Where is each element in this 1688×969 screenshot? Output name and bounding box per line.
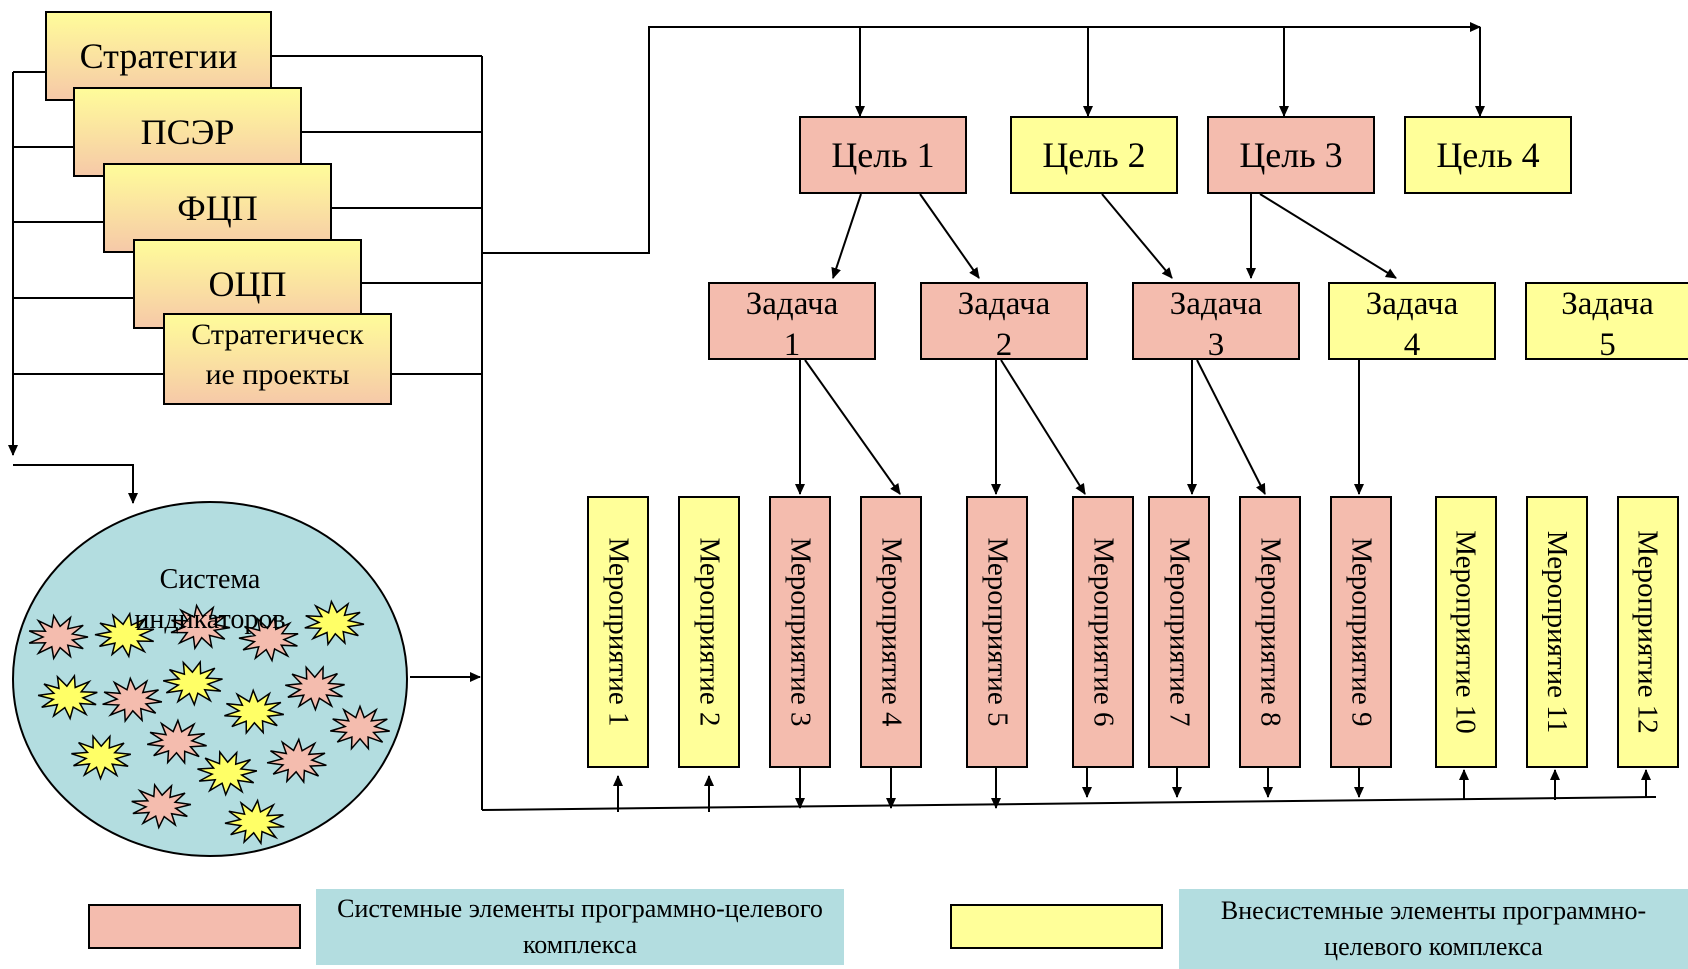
goal-4: Цель 4 <box>1404 116 1572 194</box>
doc-label: Стратегическ ие проекты <box>191 318 364 391</box>
event-7: Мероприятие 7 <box>1148 496 1210 768</box>
indicator-star-icon <box>238 615 299 663</box>
event-8: Мероприятие 8 <box>1239 496 1301 768</box>
event-label: Мероприятие 9 <box>1345 537 1377 727</box>
legend-external-swatch <box>950 904 1163 949</box>
event-9: Мероприятие 9 <box>1330 496 1392 768</box>
indicator-star-icon <box>162 659 223 707</box>
doc-label: ФЦП <box>177 188 258 228</box>
task-3: Задача 3 <box>1132 282 1300 363</box>
indicator-star-icon <box>266 737 327 785</box>
indicator-star-icon <box>170 603 231 651</box>
doc-fcp: ФЦП <box>103 163 332 253</box>
goal-2: Цель 2 <box>1010 116 1178 194</box>
event-label: Мероприятие 7 <box>1163 537 1195 727</box>
event-label: Мероприятие 12 <box>1632 530 1664 734</box>
event-label: Мероприятие 1 <box>602 537 634 727</box>
indicator-star-icon <box>71 734 132 781</box>
task-label: Задача 2 <box>957 286 1051 363</box>
event-1: Мероприятие 1 <box>587 496 649 768</box>
doc-label: ПСЭР <box>140 112 235 152</box>
indicator-star-icon <box>28 613 89 661</box>
goal-3: Цель 3 <box>1207 116 1375 194</box>
goal-label: Цель 2 <box>1042 135 1146 175</box>
indicator-star-icon <box>102 676 163 724</box>
indicator-star-icon <box>197 749 258 797</box>
indicator-star-icon <box>285 665 345 712</box>
goal-label: Цель 3 <box>1239 135 1343 175</box>
event-label: Мероприятие 2 <box>693 537 725 727</box>
event-label: Мероприятие 8 <box>1254 537 1286 727</box>
indicator-star-icon <box>37 673 98 721</box>
indicator-star-icon <box>224 688 285 736</box>
doc-strategic-projects: Стратегическ ие проекты <box>163 313 392 405</box>
indicator-star-icon <box>94 611 155 659</box>
event-4: Мероприятие 4 <box>860 496 922 768</box>
legend-system-label: Системные элементы программно-целевого к… <box>316 889 844 965</box>
goal-1: Цель 1 <box>799 116 967 194</box>
event-label: Мероприятие 3 <box>784 537 816 727</box>
doc-psep: ПСЭР <box>73 87 302 177</box>
task-label: Задача 4 <box>1365 286 1459 363</box>
event-2: Мероприятие 2 <box>678 496 740 768</box>
legend-external-label: Внесистемные элементы программно-целевог… <box>1179 889 1688 969</box>
indicator-star-icon <box>330 704 390 751</box>
event-label: Мероприятие 5 <box>981 537 1013 727</box>
event-3: Мероприятие 3 <box>769 496 831 768</box>
task-2: Задача 2 <box>920 282 1088 363</box>
task-1: Задача 1 <box>708 282 876 363</box>
task-4: Задача 4 <box>1328 282 1496 363</box>
legend-system-swatch <box>88 904 301 949</box>
goal-label: Цель 1 <box>831 135 935 175</box>
event-6: Мероприятие 6 <box>1072 496 1134 768</box>
event-5: Мероприятие 5 <box>966 496 1028 768</box>
indicator-star-icon <box>131 782 192 830</box>
indicators-label: Система индикаторов <box>134 564 286 635</box>
event-label: Мероприятие 10 <box>1450 530 1482 734</box>
event-11: Мероприятие 11 <box>1526 496 1588 768</box>
indicator-star-icon <box>146 718 207 766</box>
event-10: Мероприятие 10 <box>1435 496 1497 768</box>
task-label: Задача 3 <box>1169 286 1263 363</box>
goal-label: Цель 4 <box>1436 135 1540 175</box>
task-label: Задача 5 <box>1561 286 1654 363</box>
doc-label: ОЦП <box>208 264 287 304</box>
event-label: Мероприятие 6 <box>1087 537 1119 727</box>
event-label: Мероприятие 4 <box>875 537 907 727</box>
task-5: Задача 5 <box>1525 282 1688 363</box>
indicator-star-icon <box>304 599 365 647</box>
indicator-star-icon <box>224 798 285 846</box>
event-label: Мероприятие 11 <box>1541 530 1573 734</box>
task-label: Задача 1 <box>745 286 839 363</box>
event-12: Мероприятие 12 <box>1617 496 1679 768</box>
doc-label: Стратегии <box>79 36 238 76</box>
